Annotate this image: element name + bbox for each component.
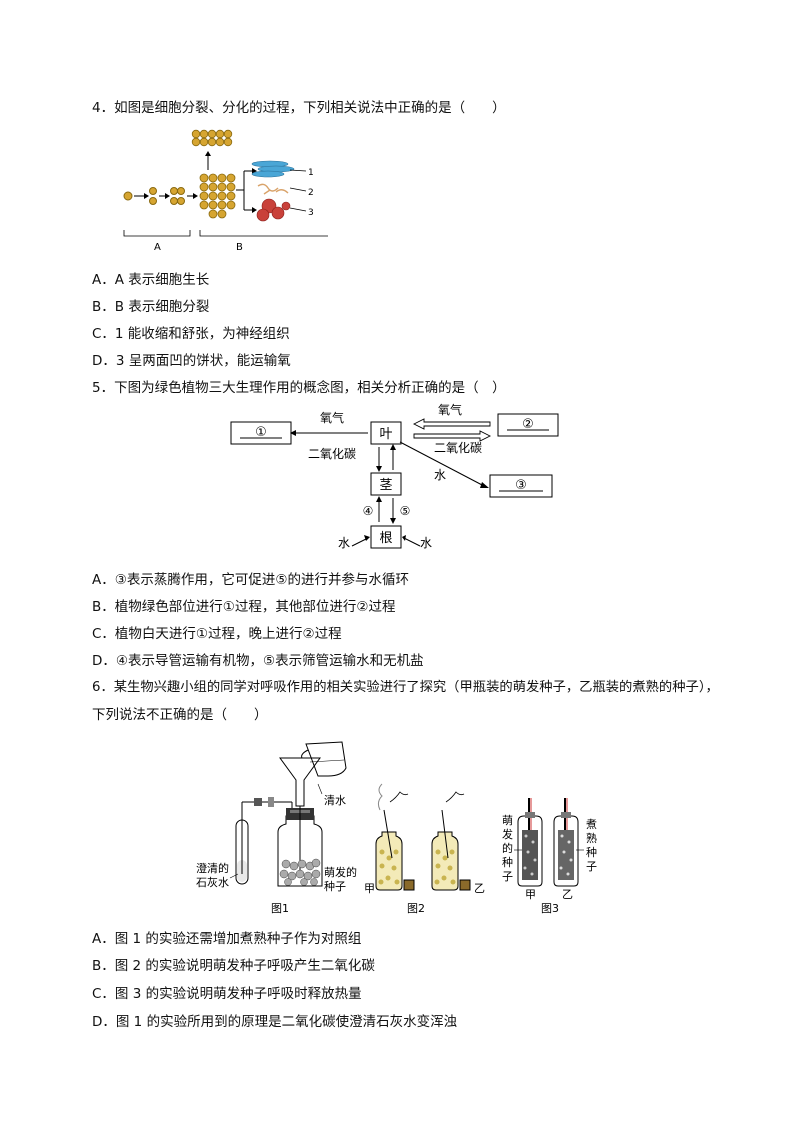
q6-f3-cooked-char: 煮 — [586, 818, 597, 831]
q6-sprout-2: 种子 — [324, 879, 346, 893]
q4-num1: 1 — [308, 168, 314, 178]
q6-stem-line1: 6．某生物兴趣小组的同学对呼吸作用的相关实验进行了探究（甲瓶装的萌发种子，乙瓶装… — [92, 680, 719, 695]
q6-yi: 乙 — [474, 882, 485, 895]
q6-f3-cooked-char: 熟 — [586, 831, 597, 845]
q5-option-a: A．③表示蒸腾作用，它可促进⑤的进行并参与水循环 — [92, 572, 409, 588]
q6-f3-cooked-char: 种 — [586, 845, 597, 859]
q4-stem: 4．如图是细胞分裂、分化的过程，下列相关说法中正确的是（ ） — [92, 100, 506, 116]
q6-cap1: 图1 — [271, 902, 289, 915]
q4-option-c: C．1 能收缩和舒张，为神经组织 — [92, 326, 290, 342]
q5-num4: ④ — [363, 504, 374, 518]
q4-label-a: A — [154, 242, 161, 253]
plant-concept-figure: ① 叶 氧气 二氧化碳 ② 氧气 二氧化碳 ③ 水 茎 ④ ⑤ 根 水 水 — [230, 402, 559, 550]
q5-box1: ① — [255, 425, 267, 440]
cell-division-figure: 1 2 3 A B — [123, 129, 328, 253]
q6-cap2: 图2 — [407, 902, 425, 915]
q5-water-right: 水 — [420, 536, 432, 550]
q4-label-b: B — [236, 242, 243, 253]
q6-f3-sprout-char: 的 — [502, 841, 513, 855]
q5-stem: 5．下图为绿色植物三大生理作用的概念图，相关分析正确的是（ ） — [92, 380, 506, 396]
q5-root: 根 — [379, 531, 392, 546]
q6-f3-cooked-label: 煮 熟 种 子 — [586, 818, 597, 873]
q6-f3-sprout-char: 子 — [502, 870, 513, 883]
q5-co2-left: 二氧化碳 — [308, 447, 356, 461]
q5-option-d: D．④表示导管运输有机物，⑤表示筛管运输水和无机盐 — [92, 653, 424, 669]
q6-f3-sprout-char: 发 — [502, 827, 513, 841]
q4-option-b: B．B 表示细胞分裂 — [92, 299, 210, 315]
q5-oxygen-left: 氧气 — [320, 410, 344, 425]
q4-option-a: A．A 表示细胞生长 — [92, 272, 210, 288]
q4-num3: 3 — [308, 208, 314, 218]
q4-num2: 2 — [308, 188, 314, 198]
q6-sprout-1: 萌发的 — [324, 865, 357, 879]
q5-water-left: 水 — [338, 536, 350, 550]
q5-oxygen-right: 氧气 — [438, 402, 462, 417]
respiration-experiment-figure: 清水 澄清的 石灰水 萌发的 种子 图1 甲 乙 图2 萌 发 的 种 子 煮 … — [196, 741, 597, 915]
q6-f3-sprout-label: 萌 发 的 种 子 — [502, 813, 513, 883]
q6-jia: 甲 — [364, 882, 375, 895]
q6-option-b: B．图 2 的实验说明萌发种子呼吸产生二氧化碳 — [92, 958, 375, 974]
q4-option-d: D．3 呈两面凹的饼状，能运输氧 — [92, 353, 291, 369]
q6-f3-jia: 甲 — [525, 888, 536, 901]
q6-limewater-2: 石灰水 — [196, 875, 229, 889]
q5-leaf: 叶 — [379, 427, 392, 442]
q6-clear-water: 清水 — [324, 794, 346, 807]
q5-box2: ② — [522, 417, 534, 432]
q6-option-a: A．图 1 的实验还需增加煮熟种子作为对照组 — [92, 931, 362, 947]
q6-cap3: 图3 — [541, 902, 559, 915]
q6-f3-sprout-char: 萌 — [502, 813, 513, 827]
q6-option-c: C．图 3 的实验说明萌发种子呼吸时释放热量 — [92, 986, 362, 1002]
q5-co2-right: 二氧化碳 — [434, 441, 482, 455]
q5-water-diag: 水 — [434, 468, 446, 482]
q5-option-b: B．植物绿色部位进行①过程，其他部位进行②过程 — [92, 599, 396, 615]
q5-option-c: C．植物白天进行①过程，晚上进行②过程 — [92, 626, 342, 642]
q6-f3-sprout-char: 种 — [502, 855, 513, 869]
q5-num5: ⑤ — [400, 504, 411, 518]
q6-f3-yi: 乙 — [562, 888, 573, 901]
q6-f3-cooked-char: 子 — [586, 860, 597, 873]
q5-stem-box: 茎 — [379, 478, 392, 493]
q6-option-d: D．图 1 的实验所用到的原理是二氧化碳使澄清石灰水变浑浊 — [92, 1014, 458, 1030]
q6-limewater-1: 澄清的 — [196, 861, 229, 875]
q5-box3: ③ — [515, 478, 527, 493]
q6-stem-line2: 下列说法不正确的是（ ） — [92, 707, 268, 723]
